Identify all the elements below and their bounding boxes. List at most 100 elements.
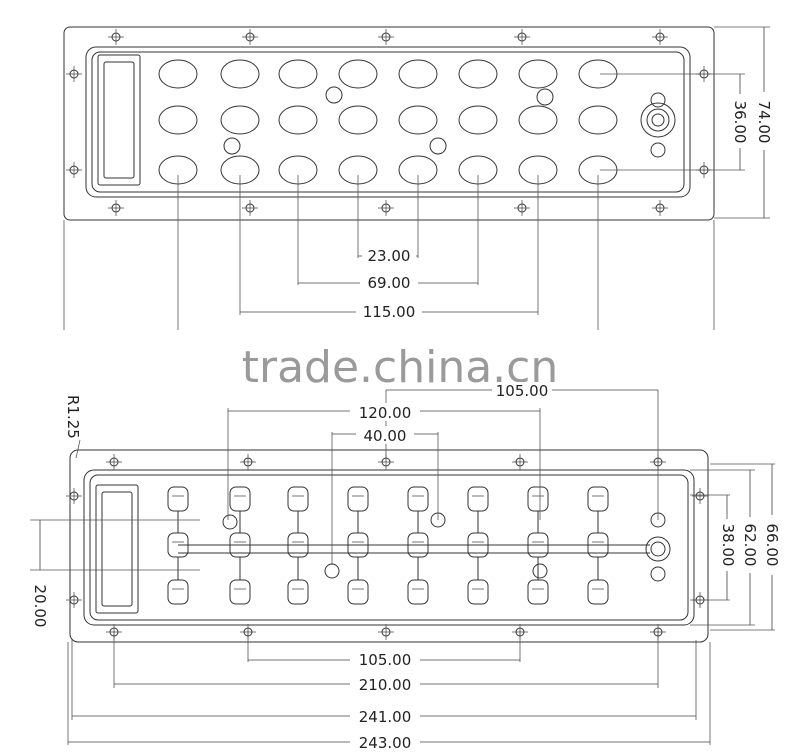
pad-body [587,579,609,605]
dim-69: 69.00 [368,274,411,292]
pad-1-6 [527,532,549,580]
pad-body [467,579,489,605]
pad-body [287,579,309,605]
lens-1-3 [338,105,378,135]
pad-1-5 [467,532,489,580]
bottom-pad-grid [167,486,609,605]
lens-0-1 [220,59,260,89]
top-end-cap-left [97,54,141,186]
lens-1-2 [278,105,318,135]
dim-top-105: 105.00 [496,382,549,400]
dim-74: 74.00 [755,101,773,144]
lens-1-1 [220,105,260,135]
top-small-circle-3 [429,137,447,155]
connector-icon-bottom [645,512,671,582]
pad-0-7 [587,486,609,533]
dim-115: 115.00 [363,303,416,321]
top-small-circle-1 [536,88,554,106]
bottom-small-circle-3 [532,563,548,579]
top-screw-9 [652,200,668,216]
bottom-screw-marks [66,454,708,640]
dim-243: 243.00 [359,734,412,752]
bottom-housing-outline [83,469,695,626]
bottom-view: 105.00 120.00 40.00 105.00 210.00 241.00… [30,382,782,752]
pad-body [287,486,309,512]
top-screw-4 [652,29,668,45]
bottom-end-cap-left [95,484,139,614]
top-view: 23.00 69.00 115.00 74.00 36.00 [63,26,774,330]
pad-2-7 [587,579,609,605]
top-extension-lines [63,26,770,330]
lens-1-5 [458,105,498,135]
pad-0-5 [467,486,489,533]
pad-0-4 [407,486,429,533]
pad-0-1 [229,486,251,533]
bottom-screw-12 [692,488,708,504]
top-end-cap-inner [103,61,135,179]
pad-body [167,486,189,512]
bottom-small-circle-0 [222,514,238,530]
dim-62: 62.00 [741,524,759,567]
dim-40: 40.00 [364,427,407,445]
top-screw-6 [242,200,258,216]
pad-2-6 [527,579,549,605]
pad-1-0 [167,532,189,580]
lens-1-0 [158,105,198,135]
dim-38: 38.00 [719,524,737,567]
top-small-circle-0 [325,86,343,104]
pad-1-7 [587,532,609,580]
top-screw-0 [108,29,124,45]
dim-66: 66.00 [763,524,781,567]
top-screw-8 [514,200,530,216]
radius-label: R1.25 [64,395,82,439]
pad-body [527,579,549,605]
bottom-screw-0 [106,454,122,470]
pad-2-2 [287,579,309,605]
pad-body [347,579,369,605]
pad-body [407,486,429,512]
dim-23: 23.00 [368,247,411,265]
pad-1-1 [229,532,251,580]
pad-0-6 [527,486,549,533]
bottom-screw-3 [512,454,528,470]
dim-bottom-105: 105.00 [359,651,412,669]
top-housing-inner [91,51,685,193]
pad-2-3 [347,579,369,605]
lens-1-4 [398,105,438,135]
top-screw-1 [242,29,258,45]
bottom-housing-inner [89,474,689,621]
pad-1-3 [347,532,369,580]
dim-210: 210.00 [359,676,412,694]
bottom-screw-7 [378,624,394,640]
dim-36: 36.00 [731,101,749,144]
top-outer-flange [63,26,715,221]
top-screw-5 [108,200,124,216]
pad-0-3 [347,486,369,533]
lens-0-3 [338,59,378,89]
pad-2-0 [167,579,189,605]
bottom-small-circle-2 [324,563,340,579]
top-small-circles [223,86,554,155]
lens-1-7 [578,105,618,135]
dim-20: 20.00 [31,585,49,628]
top-screw-2 [378,29,394,45]
lens-0-4 [398,59,438,89]
lens-0-2 [278,59,318,89]
bottom-outer-flange [69,449,709,643]
top-housing-outline [85,46,691,198]
pad-body [347,486,369,512]
lens-1-6 [518,105,558,135]
top-screw-10 [66,66,82,82]
pad-1-4 [407,532,429,580]
top-screw-marks [66,29,712,216]
pad-2-5 [467,579,489,605]
top-lens-grid [158,59,618,185]
lens-0-5 [458,59,498,89]
pad-1-2 [287,532,309,580]
lens-0-0 [158,59,198,89]
bottom-screw-10 [66,488,82,504]
pad-body [167,579,189,605]
pad-2-4 [407,579,429,605]
dim-241: 241.00 [359,708,412,726]
